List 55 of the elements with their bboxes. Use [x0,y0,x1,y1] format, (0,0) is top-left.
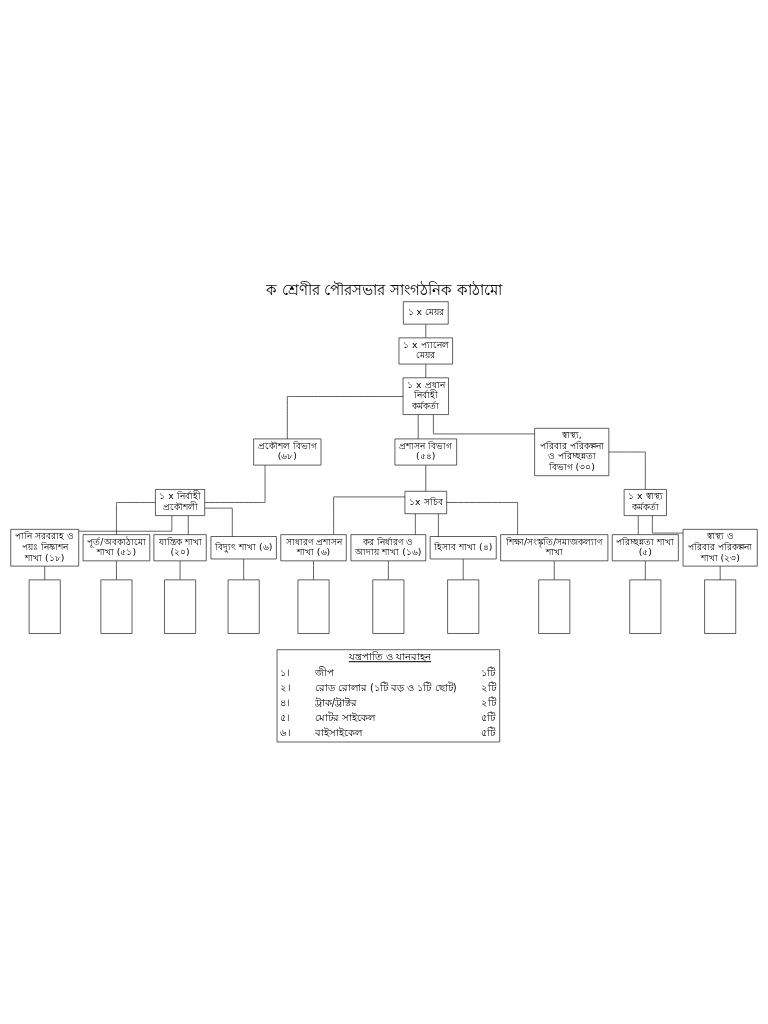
connector [287,395,404,439]
node-box [28,579,61,634]
node-box: ১ x মেয়র [403,300,449,324]
node-box [629,579,662,634]
connector [204,507,233,537]
node-box [372,579,405,634]
connector [204,464,266,503]
label: মোটর সাইকেল [314,711,375,723]
node-box [447,579,480,634]
label: যন্ত্রপাতি ও যানবাহন [348,650,432,662]
label: ২টি [481,681,497,693]
node-box: কর নির্ধারণ ও আদায় শাখা (১৬) [350,533,427,561]
connector [446,501,518,535]
node-box: ১ x নির্বাহী প্রকৌশলী [155,488,205,516]
node-box: বিদ্যুৎ শাখা (৬) [210,535,277,559]
node-box: পানি সরবরাহ ও পয়ঃ নিষ্কাশন শাখা (১৮) [10,528,79,566]
label: ১। [280,666,291,678]
connector [415,513,416,535]
label: ১টি [481,666,496,678]
label: ৫টি [481,711,496,723]
node-box: ১ x স্বাস্থ্য কর্মকর্তা [623,488,667,516]
node-box: স্বাস্থ্য, পরিবার পরিকল্পনা ও পরিচ্ছন্নতা বিভাগ (৩০) [534,427,610,476]
node-box [227,579,260,634]
diagram-title: ক শ্রেণীর পৌরসভার সাংগঠনিক কাঠামো [265,280,503,299]
label: ৫। [280,711,291,723]
node-box: ১x সচিব [404,490,447,514]
node-box [538,579,571,634]
node-box [704,579,737,634]
label: ৫টি [481,726,496,738]
label: ৪। [280,696,291,708]
node-box: সাধারণ প্রশাসন শাখা (৬) [280,533,347,561]
node-box [164,579,196,634]
label: জীপ [314,666,334,678]
node-box: ১ x প্যানেল মেয়র [398,337,453,364]
connector [433,413,535,434]
node-box: পূর্ত/অবকাঠামো শাখা (৫১) [82,533,151,561]
node-box: হিসাব শাখা (৪) [429,535,497,559]
node-box: শিক্ষা/সংস্কৃতি/সমাজকল্যাণ শাখা [500,533,609,561]
node-box: প্রশাসন বিভাগ (৫৪) [394,438,457,465]
label: ৬। [280,726,292,738]
connector [78,514,173,531]
connector [438,513,439,537]
node-box [100,579,133,634]
label: বাইসাইকেল [314,726,362,738]
node-box: স্বাস্থ্য ও পরিবার পরিকল্পনা শাখা (২৩) [682,528,758,566]
node-box: প্রকৌশল বিভাগ (৬৮) [253,438,322,465]
node-box: পরিচ্ছন্নতা শাখা (৫) [611,533,679,561]
label: ট্রাক/ট্রাক্টর [314,696,358,708]
node-box: ১ x প্রধান নির্বাহী কর্মকর্তা [402,377,449,415]
node-box [297,579,330,634]
label: ২। [280,681,292,693]
label: ২টি [481,696,497,708]
connector [116,501,156,535]
label: রোড রোলার (১টি বড় ও ১টি ছোট) [314,681,457,693]
node-box: যান্ত্রিক শাখা (২০) [153,533,207,561]
